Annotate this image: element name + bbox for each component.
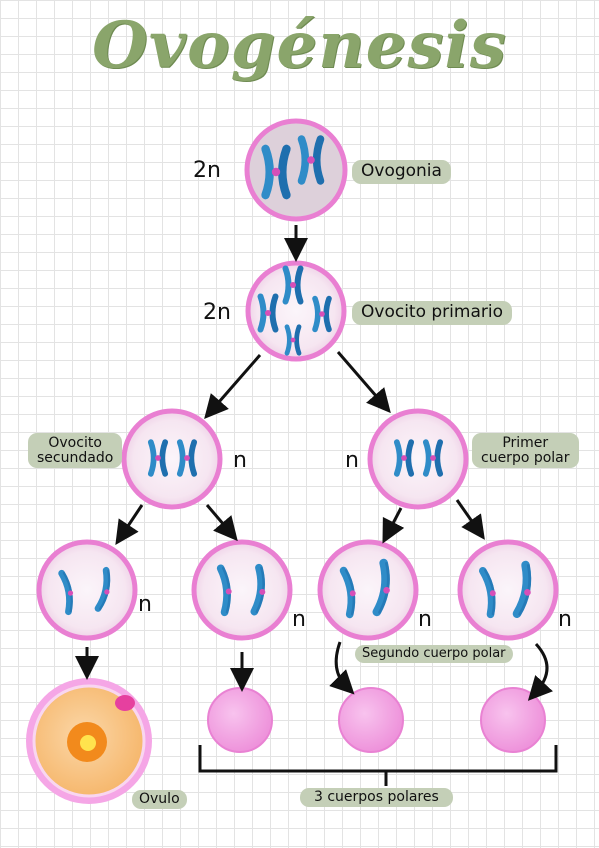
ploidy-cell-b: n: [292, 607, 306, 632]
label-segundo-cuerpo-polar: Segundo cuerpo polar: [355, 645, 513, 663]
cell-ovocito-primario: [245, 260, 347, 362]
arrow-d-polar3: [527, 642, 553, 701]
cell-ovocito-secundado: [121, 408, 223, 510]
arrow-c-polar2: [329, 641, 355, 695]
polar-body-1: [207, 687, 273, 753]
polar-body-2: [338, 687, 404, 753]
ploidy-ovogonia: 2n: [193, 158, 221, 183]
arrow-polar-c: [382, 507, 405, 544]
cell-c: [317, 539, 419, 641]
ploidy-cell-c: n: [418, 607, 432, 632]
arrow-secundado-a: [115, 504, 144, 545]
polar-body-3: [480, 687, 546, 753]
cell-d: [457, 539, 559, 641]
ploidy-primer-cuerpo-polar: n: [345, 448, 359, 473]
ovum: [26, 678, 152, 804]
cell-b: [191, 539, 293, 641]
polar-bodies-bracket: [198, 745, 558, 786]
label-ovogonia: Ovogonia: [352, 160, 451, 184]
arrow-secundado-b: [205, 504, 238, 542]
ploidy-ovocito-primario: 2n: [203, 300, 231, 325]
label-primer-cuerpo-polar-line2: cuerpo polar: [481, 449, 570, 466]
ploidy-ovocito-secundado: n: [233, 448, 247, 473]
page-title: Ovogénesis: [92, 8, 507, 83]
label-ovulo: Ovulo: [132, 790, 187, 809]
label-primer-cuerpo-polar-line1: Primer: [502, 435, 549, 451]
ploidy-cell-a: n: [138, 592, 152, 617]
cell-ovogonia: [244, 118, 348, 222]
arrow-polar-d: [455, 499, 485, 540]
label-ovocito-secundado-line2: secundado: [37, 449, 114, 466]
label-cuerpos-polares: 3 cuerpos polares: [300, 788, 453, 807]
ploidy-cell-d: n: [558, 607, 572, 632]
arrow-primario-polar: [336, 351, 391, 414]
label-primer-cuerpo-polar: Primer cuerpo polar: [472, 433, 579, 469]
cell-a: [36, 539, 138, 641]
label-ovocito-secundado: Ovocito secundado: [28, 433, 123, 469]
arrows: [75, 225, 553, 701]
cell-primer-cuerpo-polar: [367, 408, 469, 510]
label-ovocito-primario: Ovocito primario: [352, 301, 512, 325]
arrow-primario-secundado: [204, 354, 262, 420]
label-ovocito-secundado-line1: Ovocito: [48, 435, 102, 451]
